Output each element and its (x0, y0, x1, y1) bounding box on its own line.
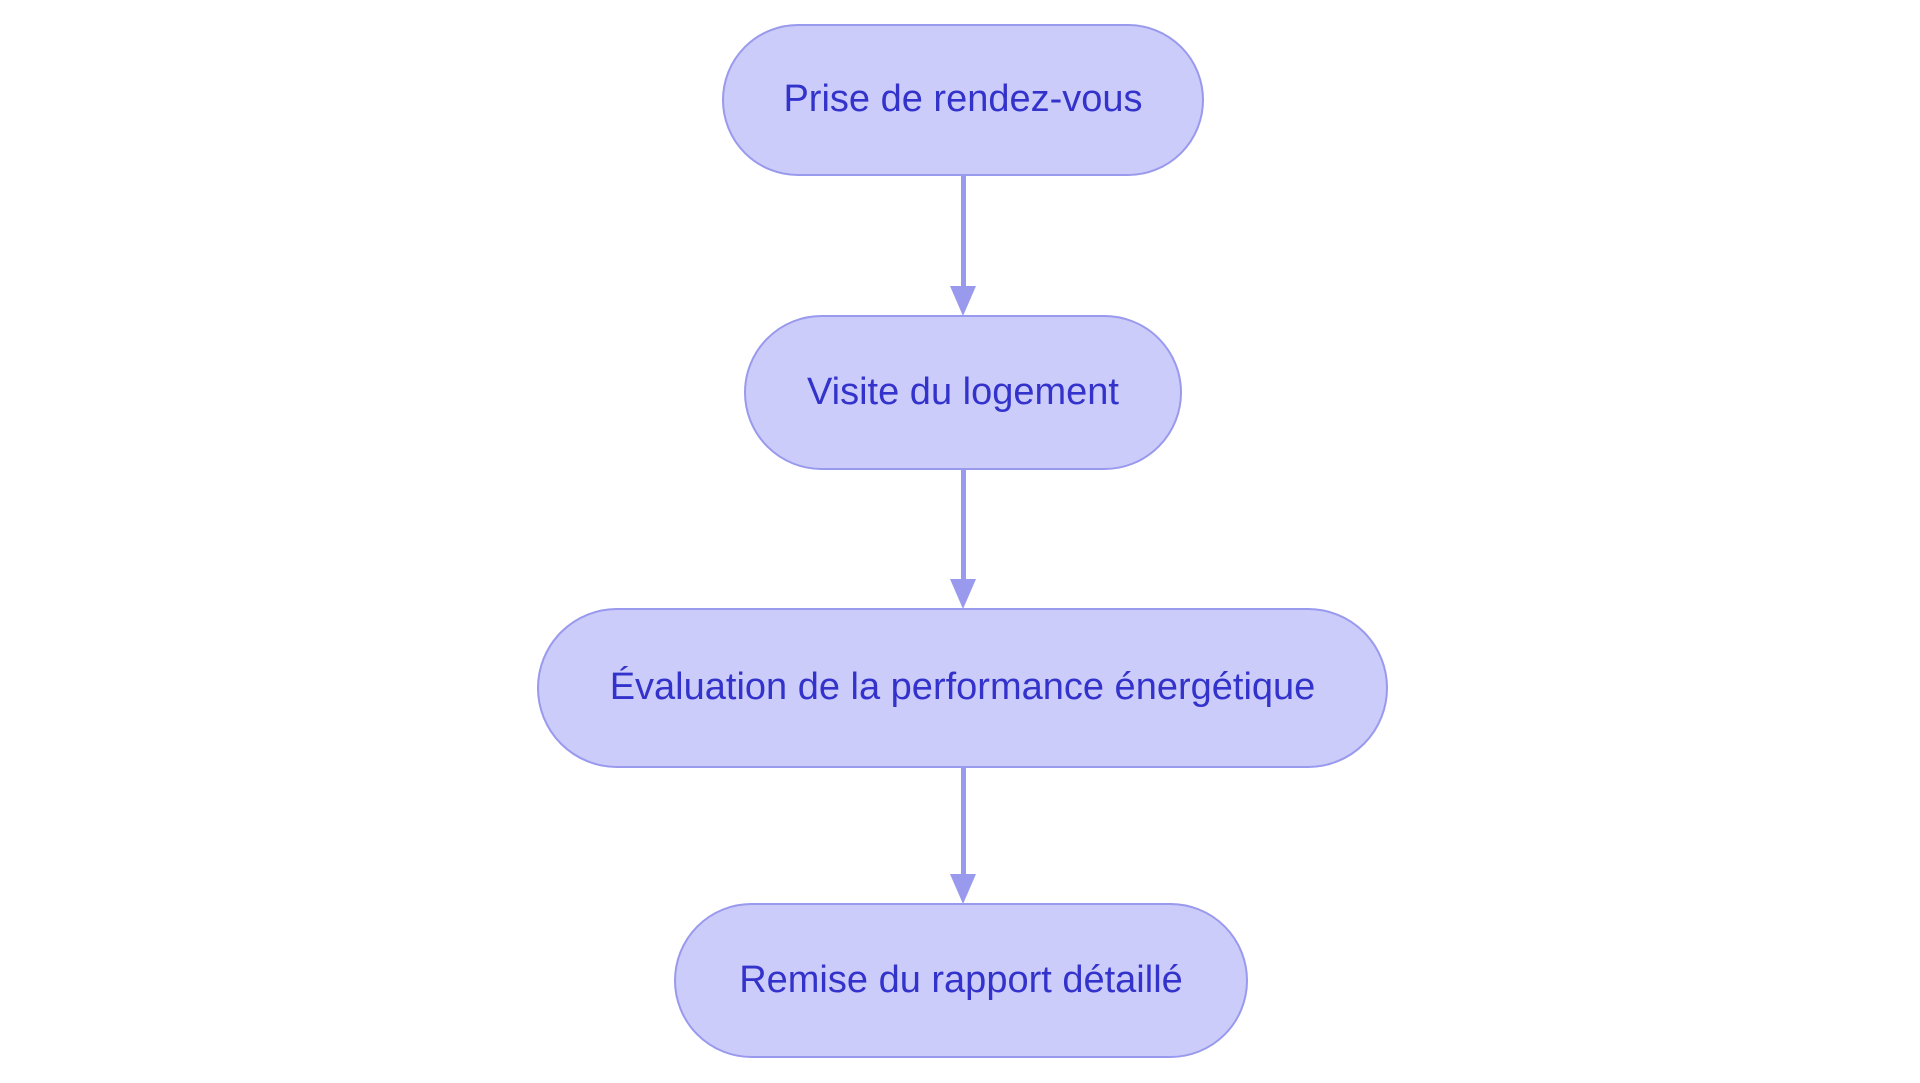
flow-node-label: Prise de rendez-vous (783, 78, 1143, 121)
flow-arrow-node1-to-node2 (950, 176, 976, 316)
flow-node-label: Évaluation de la performance énergétique (609, 666, 1316, 709)
flow-arrow-node2-to-node3 (950, 470, 976, 609)
flow-node-remise-du-rapport-detaille[interactable]: Remise du rapport détaillé (674, 903, 1248, 1058)
flow-node-label: Visite du logement (807, 370, 1119, 413)
flow-node-label: Remise du rapport détaillé (739, 958, 1183, 1001)
arrow-line (961, 768, 966, 874)
flow-node-evaluation-performance-energetique[interactable]: Évaluation de la performance énergétique (537, 608, 1388, 768)
arrow-line (961, 176, 966, 286)
arrow-line (961, 470, 966, 579)
flow-node-visite-du-logement[interactable]: Visite du logement (744, 315, 1182, 470)
arrow-head-icon (950, 874, 976, 904)
arrow-head-icon (950, 286, 976, 316)
flow-arrow-node3-to-node4 (950, 768, 976, 904)
arrow-head-icon (950, 579, 976, 609)
flow-node-prise-de-rendez-vous[interactable]: Prise de rendez-vous (722, 24, 1204, 176)
